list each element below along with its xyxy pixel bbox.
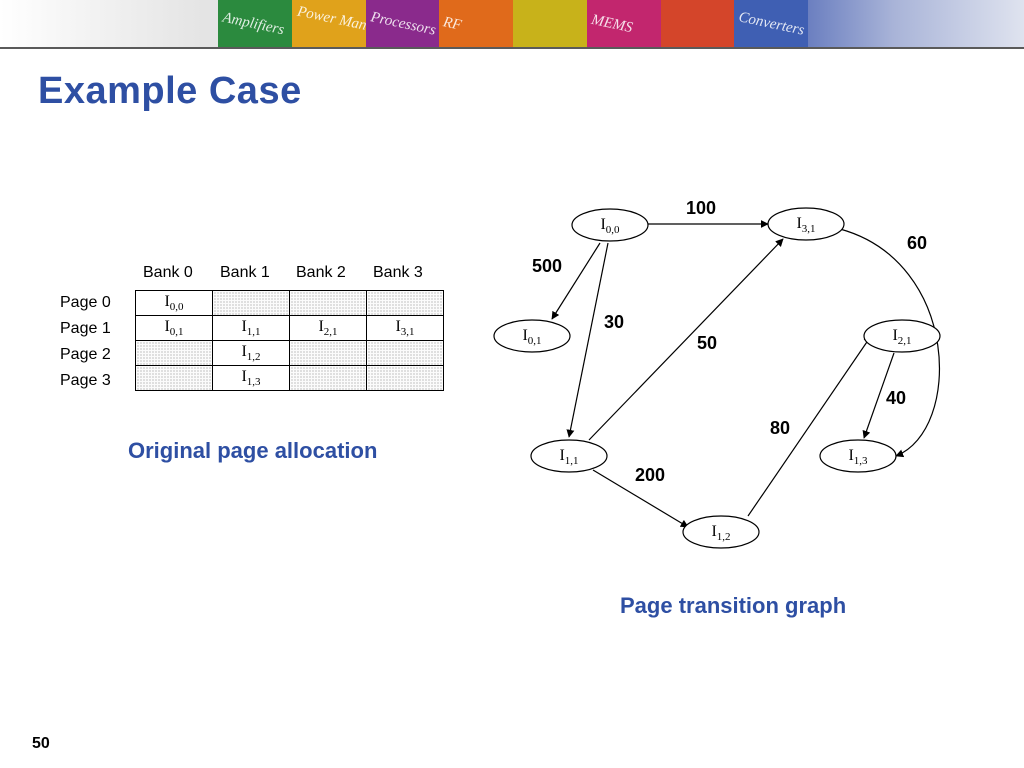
page-label-3: Page 3	[60, 372, 111, 389]
empty-cell	[135, 340, 213, 366]
node-ellipse	[819, 439, 897, 473]
node-subscript: 1,2	[717, 531, 731, 543]
graph-edge	[566, 242, 609, 438]
cell-subscript: 0,1	[169, 326, 184, 339]
node-ellipse	[863, 319, 941, 353]
banner-gradient	[808, 0, 1024, 47]
empty-cell	[289, 340, 367, 366]
graph-edge	[588, 238, 784, 441]
allocated-cell: I1,3	[212, 365, 290, 391]
node-subscript: 0,1	[528, 335, 542, 347]
empty-cell	[289, 290, 367, 316]
empty-cell	[366, 340, 444, 366]
node-ellipse	[682, 515, 760, 549]
edge-weight-label: 80	[770, 418, 790, 438]
graph-node: I1,2	[682, 515, 760, 549]
empty-cell	[289, 365, 367, 391]
graph-node: I0,0	[571, 208, 649, 242]
graph-node: I0,1	[493, 319, 571, 353]
graph-edge	[551, 242, 601, 320]
node-subscript: 3,1	[802, 223, 816, 235]
page-label-0: Page 0	[60, 294, 111, 311]
cell-subscript: 1,1	[246, 326, 261, 339]
allocated-cell: I3,1	[366, 315, 444, 341]
empty-cell	[366, 365, 444, 391]
bank-header-3: Bank 3	[373, 264, 423, 281]
empty-cell	[135, 365, 213, 391]
node-subscript: 2,1	[898, 335, 912, 347]
cell-subscript: 2,1	[323, 326, 338, 339]
banner-tile: RF	[439, 0, 513, 47]
banner-tile: Converters	[734, 0, 808, 47]
allocation-caption: Original page allocation	[128, 438, 378, 463]
graph-node: I3,1	[767, 207, 845, 241]
banner-tile	[513, 0, 587, 47]
page-label-2: Page 2	[60, 346, 111, 363]
node-ellipse	[493, 319, 571, 353]
bank-header-0: Bank 0	[143, 264, 193, 281]
graph-node: I1,3	[819, 439, 897, 473]
graph-edge	[839, 228, 940, 458]
cell-subscript: 1,2	[246, 351, 261, 364]
graph-edge	[862, 352, 895, 439]
edge-weight-label: 500	[532, 256, 562, 276]
edge-weight-label: 50	[697, 333, 717, 353]
edge-weight-label: 200	[635, 465, 665, 485]
cell-subscript: 0,0	[169, 301, 184, 314]
banner-tile: Power Management	[291, 0, 366, 47]
allocated-cell: I0,1	[135, 315, 213, 341]
node-subscript: 1,3	[854, 455, 868, 467]
allocation-row: I1,3	[135, 365, 444, 391]
allocated-cell: I1,1	[212, 315, 290, 341]
banner-tile: Processors	[365, 0, 440, 47]
node-ellipse	[530, 439, 608, 473]
edge-weight-label: 30	[604, 312, 624, 332]
graph-edge	[747, 335, 872, 517]
graph-node: I2,1	[863, 319, 941, 353]
graph-edge	[592, 469, 689, 528]
graph-caption: Page transition graph	[620, 593, 847, 618]
slide-title: Example Case	[38, 70, 302, 112]
empty-cell	[212, 290, 290, 316]
node-subscript: 0,0	[606, 224, 620, 236]
banner-tile	[660, 0, 735, 47]
bank-header-1: Bank 1	[220, 264, 270, 281]
cell-subscript: 1,3	[246, 376, 261, 389]
node-ellipse	[767, 207, 845, 241]
graph-node: I1,1	[530, 439, 608, 473]
page-label-1: Page 1	[60, 320, 111, 337]
node-ellipse	[571, 208, 649, 242]
page-number: 50	[32, 735, 50, 752]
edge-weight-label: 60	[907, 233, 927, 253]
banner-tile: MEMS	[586, 0, 661, 47]
banner-tile: Amplifiers	[218, 0, 292, 47]
header-rule	[0, 47, 1024, 49]
cell-subscript: 3,1	[400, 326, 415, 339]
bank-header-2: Bank 2	[296, 264, 346, 281]
edge-weight-label: 100	[686, 198, 716, 218]
node-subscript: 1,1	[565, 455, 579, 467]
edge-weight-label: 40	[886, 388, 906, 408]
